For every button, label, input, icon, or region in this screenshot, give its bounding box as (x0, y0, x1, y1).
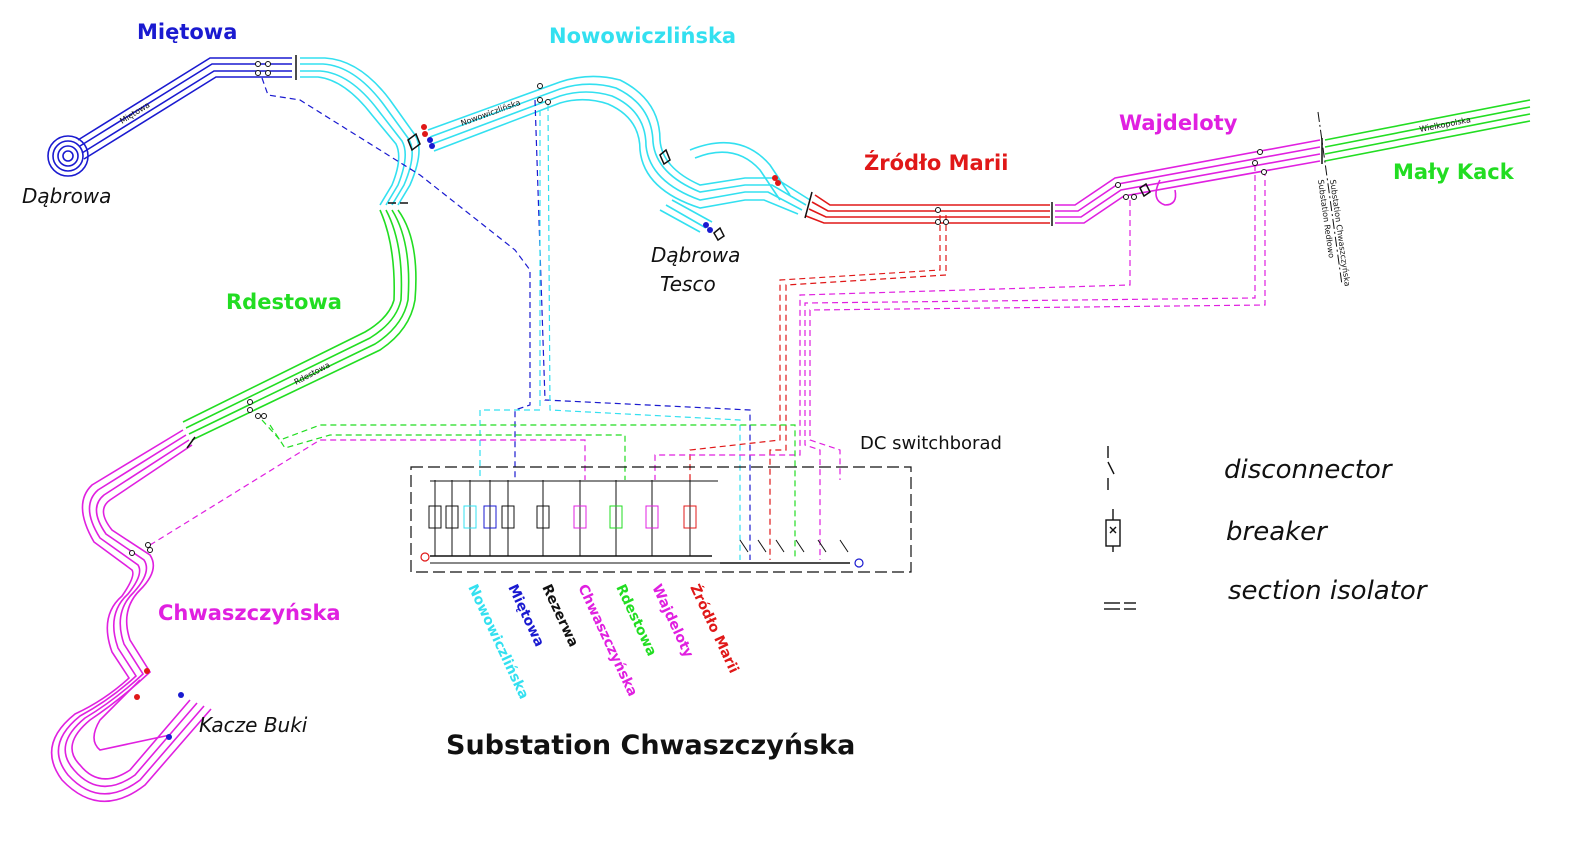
switchboard-label: DC switchborad (860, 433, 1002, 454)
feeder-cables (149, 77, 1266, 560)
line-wajdeloty (1055, 139, 1321, 224)
section-label-nowowiczlinska: Nowowiczlińska (549, 24, 736, 48)
breaker-icon (1105, 509, 1121, 552)
line-chwaszczynska (50, 429, 212, 803)
place-label-dabrowa-tesco-1: Dąbrowa (651, 243, 740, 267)
place-label-dabrowa: Dąbrowa (22, 184, 111, 208)
dc-switchboard: DC switchborad (410, 433, 1002, 573)
line-maly-kack (1324, 99, 1531, 162)
colored-markers (134, 124, 781, 740)
section-label-rdestowa: Rdestowa (226, 290, 342, 314)
section-label-zrodlo-marii: Źródło Marii (864, 150, 1008, 175)
line-rdestowa (182, 209, 417, 441)
section-label-mietowa: Miętowa (137, 20, 237, 44)
cable-nowowiczlinska (547, 104, 741, 560)
street-label-nowowiczlinska: Nowowiczlińska (460, 98, 522, 128)
line-zrodlo-marii (805, 194, 1050, 224)
cable-zrodlo-marii-2 (769, 215, 947, 560)
section-isolator-icon (1104, 602, 1136, 610)
cable-chwaszczynska (149, 439, 586, 546)
cable-wajdeloty (654, 200, 1131, 480)
cable-mietowa-2 (534, 99, 751, 560)
legend-breaker-label: breaker (1226, 517, 1329, 547)
section-label-maly-kack: Mały Kack (1393, 160, 1515, 184)
switch-points (129, 61, 1267, 556)
disconnector-icon (1107, 446, 1115, 490)
line-nowowiczlinska (300, 57, 811, 233)
cable-rdestowa-2 (269, 424, 626, 480)
overhead-lines (47, 57, 1531, 803)
legend-disconnector-label: disconnector (1224, 455, 1394, 485)
diagram-title: Substation Chwaszczyńska (446, 730, 855, 761)
place-label-dabrowa-tesco-2: Tesco (660, 272, 716, 296)
cable-wajdeloty-3 (804, 165, 1256, 560)
section-label-wajdeloty: Wajdeloty (1119, 111, 1238, 135)
cable-nowowiczlinska-2 (479, 110, 541, 480)
feeder-labels: Nowowiczlińska Miętowa Rezerwa Chwaszczy… (464, 581, 743, 702)
feeder-label-zrodlo-marii: Źródło Marii (686, 581, 743, 676)
feeder-bays (428, 480, 849, 556)
place-label-kacze-buki: Kacze Buki (199, 713, 308, 737)
cable-rdestowa (261, 419, 796, 560)
cable-mietowa (261, 77, 531, 480)
section-label-chwaszczynska: Chwaszczyńska (158, 601, 341, 625)
line-mietowa (47, 57, 292, 177)
legend: disconnector breaker section isolator (1104, 446, 1429, 610)
crossing-marks (407, 132, 1151, 242)
legend-section-isolator-label: section isolator (1228, 576, 1429, 606)
section-isolators (186, 55, 1323, 449)
cable-wajdeloty-2 (809, 170, 1266, 480)
